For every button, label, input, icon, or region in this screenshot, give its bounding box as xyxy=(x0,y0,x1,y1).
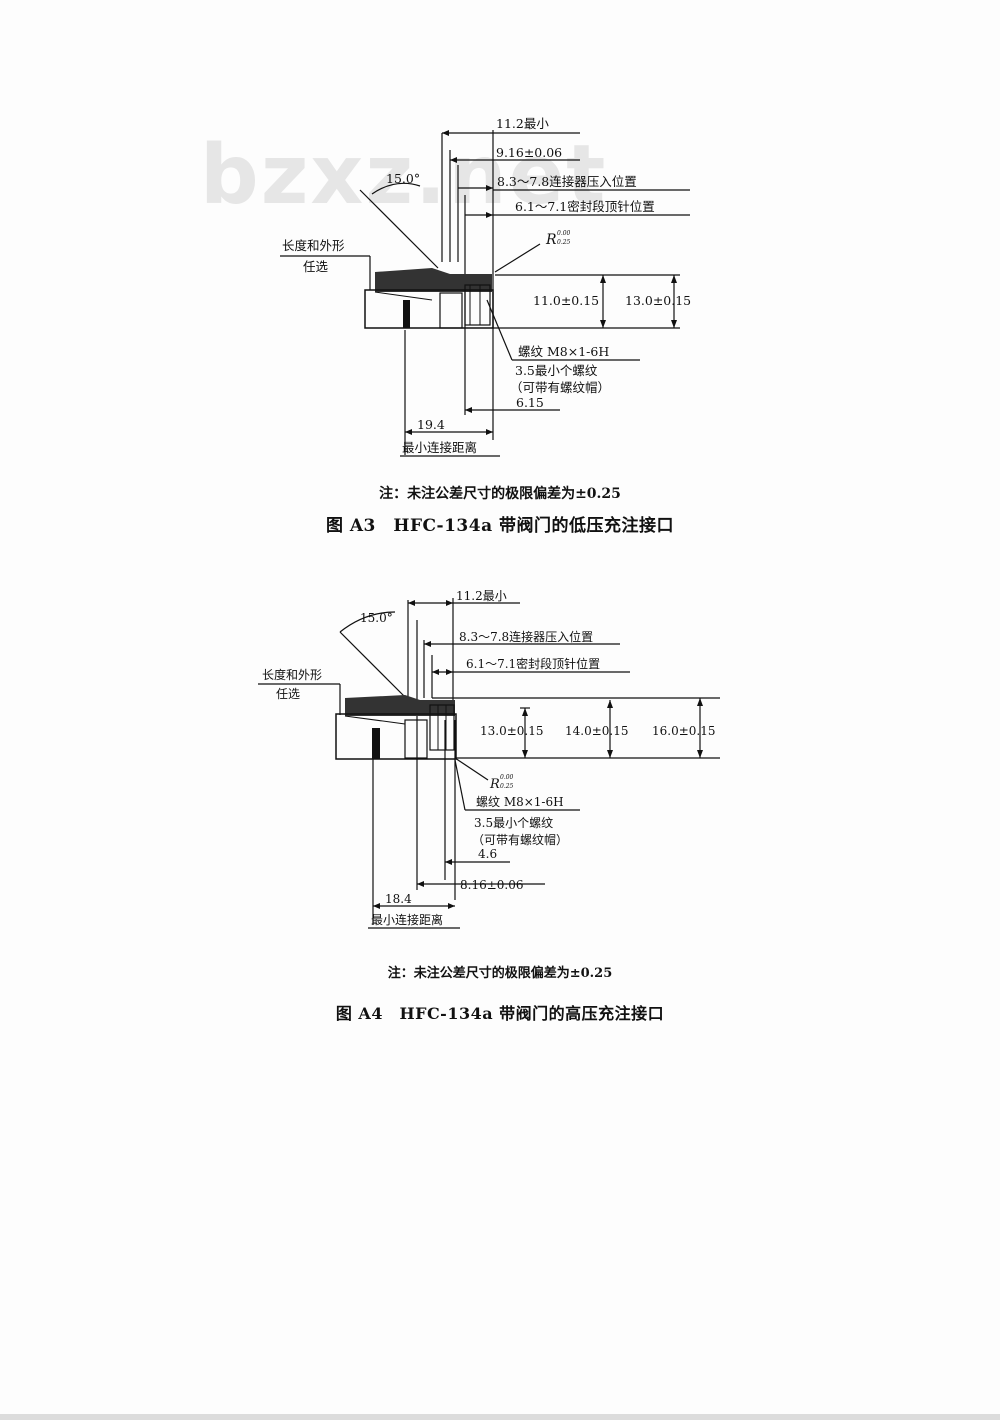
a4-dim-8-16: 8.16±0.06 xyxy=(460,878,524,892)
a3-length-label-2: 任选 xyxy=(303,259,329,274)
a4-thread-cap: （可带有螺纹帽） xyxy=(472,832,568,847)
a4-fitting-body xyxy=(335,695,457,760)
a3-radius: R xyxy=(545,232,557,248)
a3-fitting-body xyxy=(364,268,494,329)
a4-dim-8-3: 8.3～7.8连接器压入位置 xyxy=(459,629,593,644)
a3-height-11: 11.0±0.15 xyxy=(533,293,599,308)
a4-min-dist: 最小连接距离 xyxy=(371,912,443,927)
a4-dim-11-2: 11.2最小 xyxy=(456,589,507,603)
watermark-text: bzxz.net xyxy=(200,128,608,223)
figure-a4-drawing: 11.2最小 8.3～7.8连接器压入位置 6.1～7.1密封段顶针位置 15.… xyxy=(258,589,720,929)
a4-length-label-2: 任选 xyxy=(276,687,300,701)
a4-height-16: 16.0±0.15 xyxy=(652,724,716,738)
figure-a3-note: 注：未注公差尺寸的极限偏差为±0.25 xyxy=(379,486,621,502)
a4-angle: 15.0° xyxy=(360,611,393,625)
a3-thread: 螺纹 M8×1-6H xyxy=(518,344,609,359)
a3-dim-8-3: 8.3～7.8连接器压入位置 xyxy=(497,174,637,189)
figure-a4-caption: 图 A4 HFC-134a 带阀门的高压充注接口 xyxy=(335,1004,665,1023)
a3-radius-sub: 0.25 xyxy=(557,239,571,246)
page-bottom-border xyxy=(0,1414,1000,1420)
a4-dim-6-1: 6.1～7.1密封段顶针位置 xyxy=(466,656,600,671)
a4-height-13: 13.0±0.15 xyxy=(480,724,544,738)
a4-height-14: 14.0±0.15 xyxy=(565,724,629,738)
a3-dim-9-16: 9.16±0.06 xyxy=(496,145,562,160)
a3-angle: 15.0° xyxy=(386,171,420,186)
a4-thread: 螺纹 M8×1-6H xyxy=(476,795,564,809)
a4-dim-4-6: 4.6 xyxy=(478,847,497,861)
a3-thread-min: 3.5最小个螺纹 xyxy=(515,363,598,378)
a3-radius-sup: 0.00 xyxy=(557,230,571,237)
a4-radius: R xyxy=(489,777,500,792)
figure-a3-caption: 图 A3 HFC-134a 带阀门的低压充注接口 xyxy=(325,516,675,536)
a3-dim-19-4: 19.4 xyxy=(417,417,445,432)
a3-dim-11-2: 11.2最小 xyxy=(496,116,549,131)
figure-a4-note: 注：未注公差尺寸的极限偏差为±0.25 xyxy=(387,966,613,981)
a3-dim-6-1: 6.1～7.1密封段顶针位置 xyxy=(515,199,655,214)
a4-thread-min: 3.5最小个螺纹 xyxy=(474,816,553,830)
a3-length-label-1: 长度和外形 xyxy=(282,238,345,253)
a3-height-13: 13.0±0.15 xyxy=(625,293,691,308)
a3-dim-6-15: 6.15 xyxy=(516,395,544,410)
a3-thread-cap: （可带有螺纹帽） xyxy=(510,380,610,395)
a4-radius-sup: 0.00 xyxy=(500,774,514,781)
a4-dim-18-4: 18.4 xyxy=(385,892,412,906)
figure-a3-drawing: 11.2最小 9.16±0.06 8.3～7.8连接器压入位置 6.1～7.1密… xyxy=(280,116,691,457)
a4-radius-sub: 0.25 xyxy=(500,783,514,790)
a3-min-dist: 最小连接距离 xyxy=(402,440,477,455)
a4-length-label-1: 长度和外形 xyxy=(262,667,322,682)
